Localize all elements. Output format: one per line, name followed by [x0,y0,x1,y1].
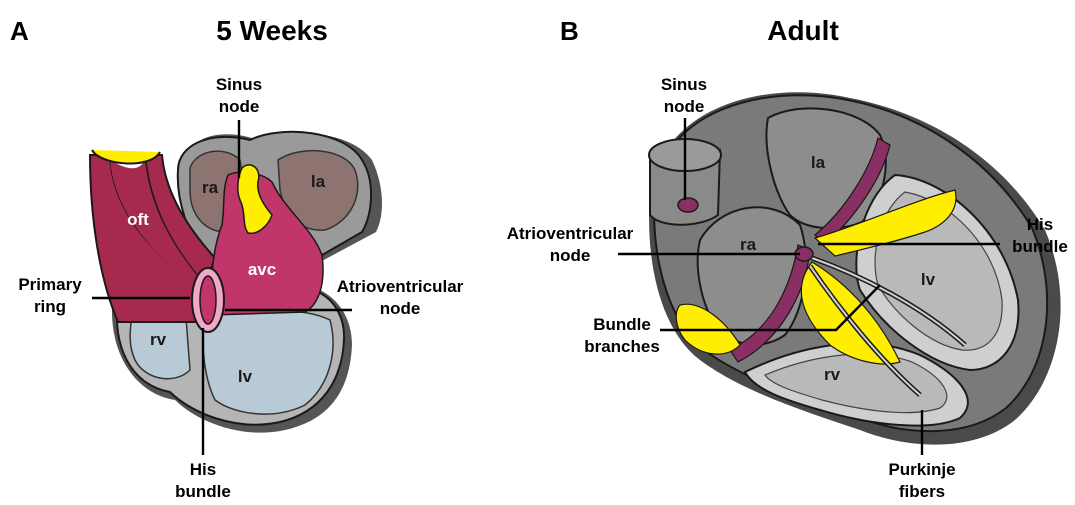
label-a-sinus-2: node [219,97,260,116]
label-a-oft: oft [127,210,149,229]
label-a-avc: avc [248,260,276,279]
label-a-his-2: bundle [175,482,231,501]
label-a-ra: ra [202,178,219,197]
panel-a-letter: A [10,16,29,46]
label-b-lv: lv [921,270,936,289]
panel-a: A 5 Weeks [10,15,464,501]
label-b-av-1: Atrioventricular [507,224,634,243]
label-b-la: la [811,153,826,172]
label-b-his-2: bundle [1012,237,1068,256]
label-b-sinus-2: node [664,97,705,116]
sinus-node-b [678,198,698,212]
label-b-pk-1: Purkinje [888,460,955,479]
label-a-av-2: node [380,299,421,318]
label-b-his-1: His [1027,215,1053,234]
primary-ring-hole [200,276,216,324]
label-a-primary-1: Primary [18,275,82,294]
panel-b: B Adult [507,15,1068,501]
label-b-bb-2: branches [584,337,660,356]
adult-heart-drawing [649,92,1061,444]
panel-b-title: Adult [767,15,839,46]
label-b-rv: rv [824,365,841,384]
panel-b-letter: B [560,16,579,46]
label-a-his-1: His [190,460,216,479]
label-a-lv: lv [238,367,253,386]
label-b-ra: ra [740,235,757,254]
label-b-pk-2: fibers [899,482,945,501]
label-a-la: la [311,172,326,191]
label-b-sinus-1: Sinus [661,75,707,94]
label-a-sinus-1: Sinus [216,75,262,94]
panel-a-title: 5 Weeks [216,15,328,46]
label-b-bb-1: Bundle [593,315,651,334]
label-a-av-1: Atrioventricular [337,277,464,296]
label-b-av-2: node [550,246,591,265]
label-a-primary-2: ring [34,297,66,316]
label-a-rv: rv [150,330,167,349]
